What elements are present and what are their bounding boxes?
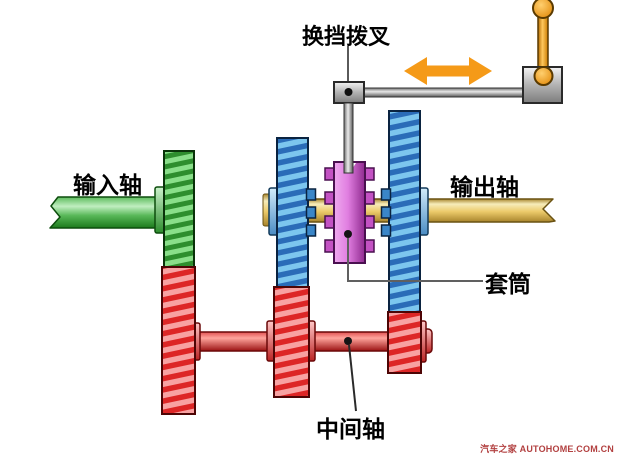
countershaft-leader-line — [348, 344, 357, 412]
output-gear-1-dog-teeth — [305, 188, 317, 237]
shift-fork-pivot-dot — [344, 88, 353, 96]
shift-fork-rod — [343, 102, 354, 174]
gear-lever-knob — [532, 0, 554, 19]
counter-gear-3 — [387, 311, 422, 374]
sleeve-label: 套筒 — [485, 271, 531, 297]
shift-fork-label: 换挡拨叉 — [302, 24, 391, 49]
lever-pivot — [533, 66, 554, 86]
countershaft-pointer-dot — [344, 337, 352, 345]
output-shaft-label: 输出轴 — [450, 174, 519, 200]
countershaft-label: 中间轴 — [316, 416, 385, 442]
sleeve-leader-line — [347, 238, 483, 282]
output-gear-2 — [388, 110, 421, 314]
input-shaft-label: 输入轴 — [73, 172, 142, 198]
input-shaft — [49, 196, 169, 229]
output-gear-1 — [276, 137, 309, 290]
counter-gear-2 — [273, 286, 310, 398]
shift-rail-rod — [351, 87, 528, 98]
sleeve-pointer-dot — [344, 230, 352, 238]
output-gear-2-dog-teeth — [380, 188, 392, 237]
synchro-sleeve — [333, 161, 366, 264]
watermark: 汽车之家 AUTOHOME.COM.CN — [480, 444, 614, 454]
counter-gear-1 — [161, 266, 196, 415]
direction-arrow-icon — [404, 57, 492, 85]
input-gear — [163, 150, 195, 269]
